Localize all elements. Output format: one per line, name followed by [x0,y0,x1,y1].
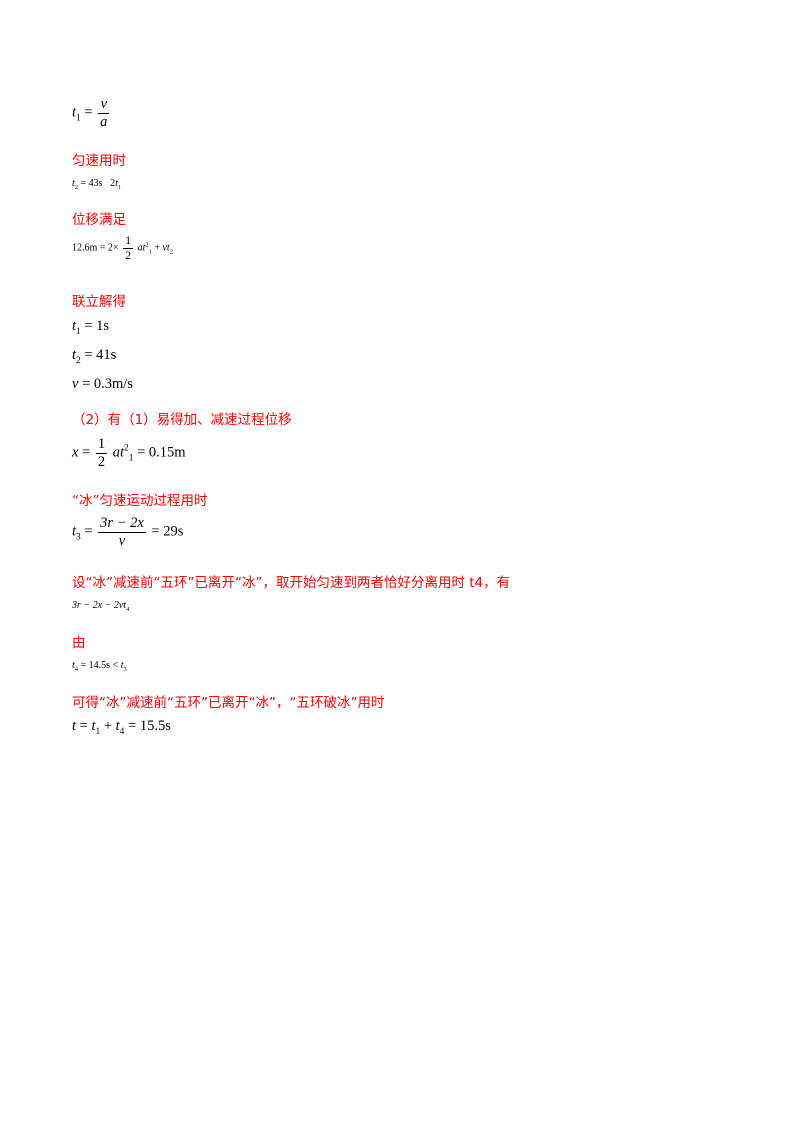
label-from: 由 [72,635,86,651]
value: 14.5s [88,660,111,671]
equals-sign: = [84,523,93,540]
equation-t3: t3 = 3r − 2x v = 29s [72,515,183,549]
solution-t2: t2 = 41s [72,347,117,366]
term: − 2x − 2vt [80,600,127,611]
equation-t4: t4 = 14.5s < t3 [72,660,127,673]
equals-sign: = [84,318,93,334]
plus-sign: + [103,718,113,734]
value: 0.15m [148,444,186,461]
fraction: v a [98,96,110,130]
var-t: t [91,718,96,734]
solution-t1: t1 = 1s [72,318,110,337]
var-t: t [72,660,75,671]
subscript: 2 [76,355,81,366]
value: 15.5s [139,718,171,734]
fraction: 3r − 2x v [98,515,146,549]
fraction: 1 2 [123,233,134,263]
term: vt [162,242,170,254]
equation-x: x = 1 2 at21 = 0.15m [72,436,186,470]
value: 12.6m [72,242,98,254]
less-than-sign: < [112,660,119,671]
label-part2: （2）有（1）易得加、减速过程位移 [72,412,292,428]
equals-sign: = [80,178,87,189]
numerator: 1 [123,233,134,249]
equals-sign: = [82,376,91,392]
var-t: t [72,523,77,540]
equation-t2: t2 = 43s 2t1 [72,178,122,191]
equals-sign: = [99,242,106,254]
equation-t1-definition: t1 = v a [72,96,111,130]
equals-sign: = [137,444,146,461]
var-t: t [72,104,77,121]
numerator: 3r − 2x [98,515,146,533]
subscript: 1 [148,248,152,256]
var-v: v [72,376,79,392]
coefficient: 2 [110,178,116,189]
term: at [137,242,146,254]
subscript: 4 [74,666,79,673]
equation-assume: 3r − 2x − 2vt4 [72,600,130,613]
var-t: t [72,318,77,334]
term: 3r [72,600,81,611]
label-conclusion: 可得“冰”减速前“五环”已离开“冰”，“五环破冰”用时 [72,695,385,711]
solution-v: v = 0.3m/s [72,376,133,393]
subscript: 2 [169,248,173,256]
equals-sign: = [128,718,137,734]
label-displacement: 位移满足 [72,212,126,228]
var-t: t [115,178,118,189]
equals-sign: = [79,718,88,734]
denominator: 2 [125,247,132,262]
subscript: 4 [119,726,125,737]
subscript: 1 [76,113,81,124]
equals-sign: = [84,347,93,363]
value: 1s [96,318,110,334]
equals-sign: = [84,104,93,121]
equals-sign: = [151,523,160,540]
subscript: 2 [74,184,79,191]
label-solve: 联立解得 [72,294,126,310]
subscript: 4 [126,606,130,613]
label-ice-uniform: “冰”匀速运动过程用时 [72,493,208,509]
value: 29s [163,523,184,540]
term: at [112,444,125,461]
label-uniform-time: 匀速用时 [72,153,126,169]
var-t: t [72,178,75,189]
equals-sign: = [82,444,91,461]
superscript: 2 [145,241,149,249]
subscript: 1 [76,326,81,337]
value: 0.3m/s [93,376,133,392]
denominator: a [100,113,108,130]
subscript: 1 [117,184,122,191]
label-assume: 设“冰”减速前“五环”已离开“冰”，取开始匀速到两者恰好分离用时 t4，有 [72,575,511,591]
subscript: 1 [128,453,134,464]
plus-sign: + [154,242,160,254]
subscript: 3 [76,532,81,543]
value: 43s [88,178,103,189]
subscript: 3 [123,666,127,673]
numerator: v [98,96,110,114]
fraction: 1 2 [95,436,108,470]
superscript: 2 [124,443,129,454]
equation-displacement: 12.6m = 2× 1 2 at21 + vt2 [72,233,173,263]
numerator: 1 [95,436,108,454]
var-t: t [120,660,124,671]
var-x: x [72,444,79,461]
coefficient: 2× [107,242,119,254]
var-t: t [72,347,77,363]
var-t: t [72,718,77,734]
value: 41s [96,347,117,363]
denominator: 2 [97,453,106,470]
equals-sign: = [80,660,87,671]
denominator: v [118,532,126,549]
var-t: t [115,718,120,734]
equation-final: t = t1 + t4 = 15.5s [72,718,171,737]
subscript: 1 [95,726,101,737]
